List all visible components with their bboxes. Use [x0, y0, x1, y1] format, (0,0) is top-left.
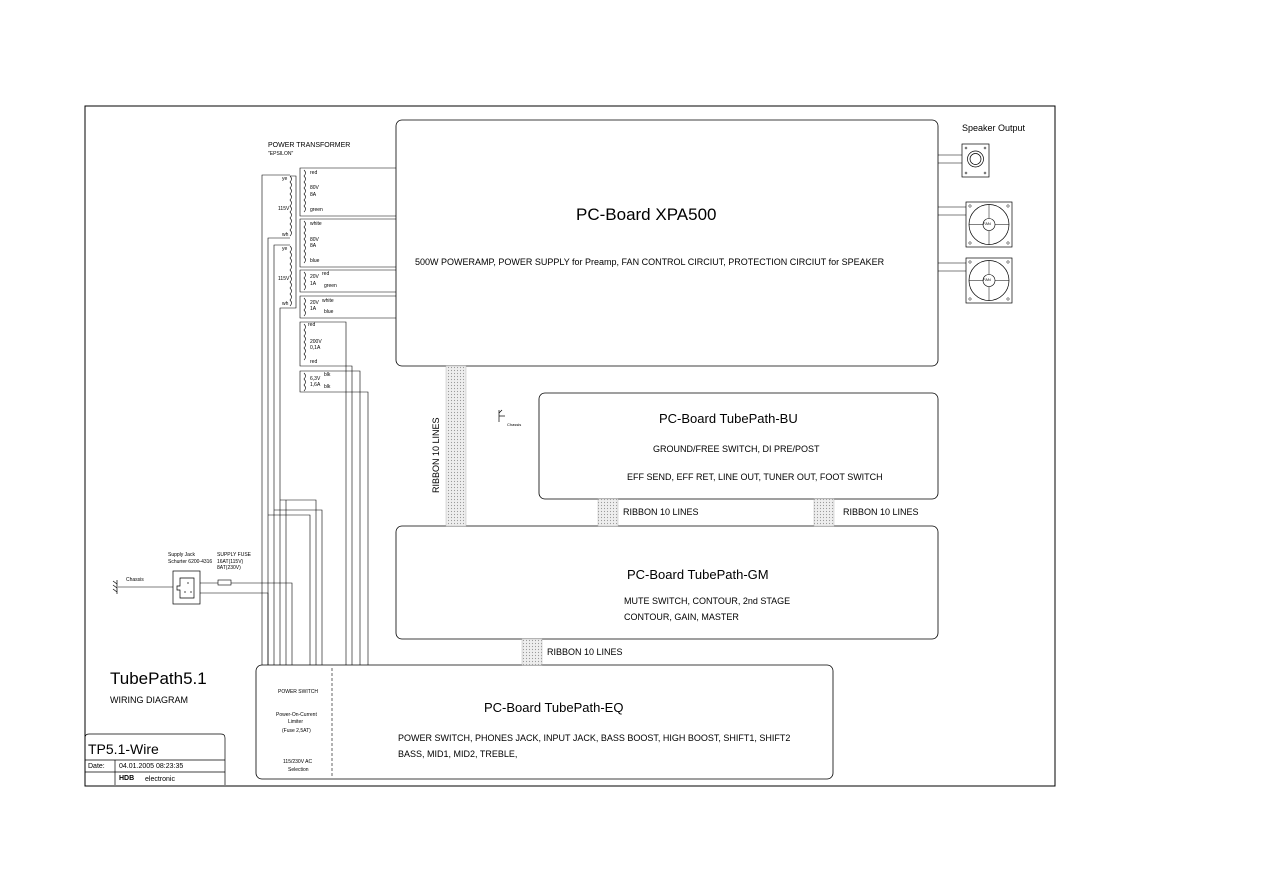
chassis-ground-bu	[498, 409, 505, 422]
board-gm	[395, 525, 939, 640]
supply-fuse-label-3: 8AT(230V)	[217, 565, 241, 571]
fan-1	[965, 201, 1013, 248]
ribbon-4-label: RIBBON 10 LINES	[547, 647, 623, 657]
ribbon-3	[813, 498, 835, 527]
eq-side-voltage-2: Selection	[288, 767, 309, 773]
title-block	[84, 733, 226, 785]
eq-title: PC-Board TubePath-EQ	[484, 700, 624, 715]
sec6-top: blk	[324, 372, 331, 378]
sec1-volt: 80V	[310, 185, 319, 191]
board-eq	[255, 664, 834, 780]
sec1-top: red	[310, 170, 318, 176]
primary1-bottom: wh	[282, 232, 289, 238]
eq-line1: POWER SWITCH, PHONES JACK, INPUT JACK, B…	[398, 733, 791, 743]
sec5-volt: 200V	[310, 339, 322, 345]
sec2-amp: 8A	[310, 243, 317, 249]
board-xpa500	[395, 119, 939, 367]
supply-jack	[172, 570, 201, 605]
gm-title: PC-Board TubePath-GM	[627, 567, 769, 582]
drawing-title: TubePath5.1	[110, 669, 207, 688]
sec1-amp: 8A	[310, 192, 317, 198]
primary2-volt: 115V	[278, 276, 290, 282]
gm-line1: MUTE SWITCH, CONTOUR, 2nd STAGE	[624, 596, 791, 606]
transformer-secondaries	[303, 169, 306, 392]
supply-fuse-label-1: SUPPLY FUSE	[217, 552, 251, 558]
eq-side-limiter-2: Limiter	[288, 719, 304, 725]
transformer-subtitle: "EPSILON"	[268, 151, 294, 157]
sec5-top: red	[308, 322, 316, 328]
bu-chassis-label: Chassis	[507, 422, 522, 427]
fan-2	[965, 257, 1013, 304]
sec4-amp: 1A	[310, 306, 317, 312]
sec3-top: red	[322, 271, 330, 277]
bu-title: PC-Board TubePath-BU	[659, 411, 798, 426]
sec4-volt: 20V	[310, 300, 319, 306]
gm-line2: CONTOUR, GAIN, MASTER	[624, 612, 739, 622]
transformer-primary	[289, 175, 292, 307]
sec2-bottom: blue	[310, 258, 320, 264]
sec6-volt: 6,3V	[310, 376, 321, 382]
company-logo: HDB	[119, 775, 135, 782]
sec4-top: white	[322, 298, 334, 304]
board-bu	[538, 392, 939, 500]
sec1-bottom: green	[310, 207, 323, 213]
sec3-bottom: green	[324, 283, 337, 289]
sec4-bottom: blue	[324, 309, 334, 315]
eq-side-voltage-1: 115/230V AC	[283, 759, 313, 765]
speaker-output-label: Speaker Output	[962, 123, 1026, 133]
sec6-bottom: blk	[324, 384, 331, 390]
supply-jack-label-1: Supply Jack	[168, 552, 195, 558]
sec3-volt: 20V	[310, 274, 319, 280]
supply-jack-label-2: Schurter 6200-4316	[168, 559, 213, 565]
supply-chassis-label: Chassis	[126, 577, 144, 583]
sec3-amp: 1A	[310, 281, 317, 287]
drawing-frame	[84, 105, 1056, 787]
eq-side-power-switch: POWER SWITCH	[278, 689, 318, 695]
bu-line1: GROUND/FREE SWITCH, DI PRE/POST	[653, 444, 820, 454]
fan-1-label: FAN	[983, 221, 991, 226]
supply-wiring	[118, 579, 293, 665]
chassis-ground-supply	[112, 580, 118, 594]
eq-side-limiter-1: Power-On-Current	[276, 712, 317, 718]
bu-line2: EFF SEND, EFF RET, LINE OUT, TUNER OUT, …	[627, 472, 883, 482]
drawing-subtitle: WIRING DIAGRAM	[110, 695, 188, 705]
eq-side-limiter-3: (Fuse 2,5AT)	[282, 728, 311, 734]
ribbon-4	[521, 638, 543, 666]
primary2-bottom: wh	[282, 301, 289, 307]
primary1-top: ye	[282, 176, 288, 182]
sec2-top: white	[310, 221, 322, 227]
ribbon-1-label: RIBBON 10 LINES	[431, 417, 441, 493]
xpa-desc: 500W POWERAMP, POWER SUPPLY for Preamp, …	[415, 257, 885, 267]
speaker-output-jack	[961, 143, 990, 178]
date-value: 04.01.2005 08:23:35	[119, 763, 184, 770]
supply-fuse-label-2: 16AT(115V)	[217, 559, 244, 565]
xpa-title: PC-Board XPA500	[576, 205, 717, 224]
secondary-leads	[299, 167, 396, 393]
ribbon-3-label: RIBBON 10 LINES	[843, 507, 919, 517]
tube-supply-wiring	[268, 321, 369, 665]
ribbon-2-label: RIBBON 10 LINES	[623, 507, 699, 517]
primary1-volt: 115V	[278, 206, 290, 212]
fan-2-label: FAN	[983, 277, 991, 282]
company-name: electronic	[145, 776, 175, 783]
transformer-title: POWER TRANSFORMER	[268, 142, 351, 149]
sec5-bottom: red	[310, 359, 318, 365]
eq-line2: BASS, MID1, MID2, TREBLE,	[398, 749, 518, 759]
ribbon-2	[597, 498, 619, 527]
drawing-number: TP5.1-Wire	[88, 741, 159, 757]
sec2-volt: 80V	[310, 237, 319, 243]
primary-wiring	[261, 174, 297, 665]
primary2-top: ye	[282, 246, 288, 252]
date-label: Date:	[88, 763, 105, 770]
sec6-amp: 1,6A	[310, 382, 321, 388]
sec5-amp: 0,1A	[310, 345, 321, 351]
ribbon-1	[445, 365, 467, 527]
